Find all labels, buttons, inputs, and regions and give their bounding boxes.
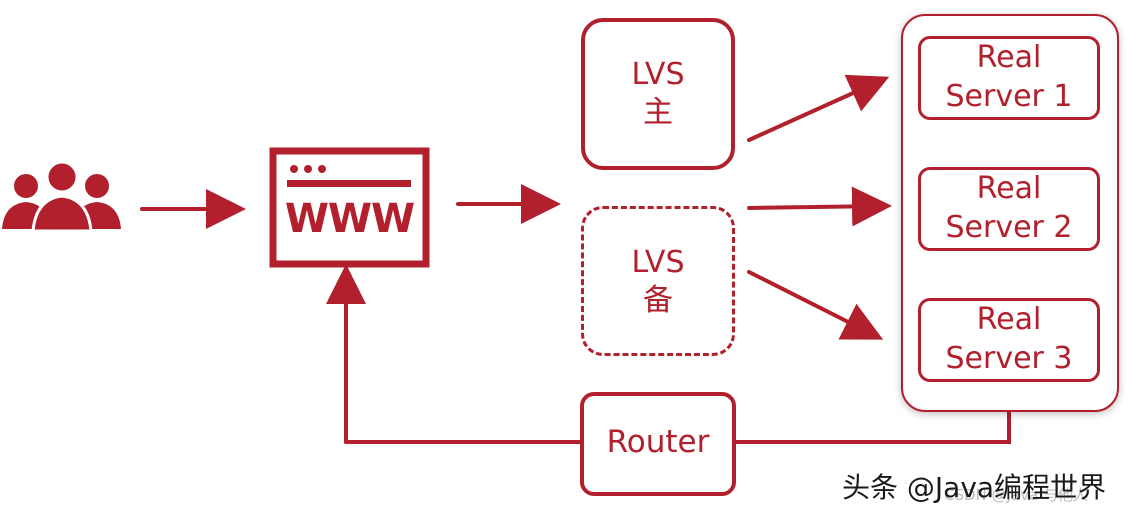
- browser-window-icon: [269, 147, 430, 268]
- real-server-2-line1: Real: [976, 171, 1042, 206]
- line-server-to-router: [734, 410, 1011, 444]
- real-server-1-label: Real Server 1: [918, 38, 1100, 116]
- lvs-backup-line2: 备: [643, 282, 673, 318]
- real-server-2-label: Real Server 2: [918, 169, 1100, 247]
- lvs-backup-line1: LVS: [631, 245, 685, 280]
- real-server-1[interactable]: [918, 36, 1100, 120]
- users-icon: [2, 160, 121, 233]
- lvs-master-line2: 主: [643, 94, 673, 130]
- arrow-lvs-to-server1: [747, 74, 890, 142]
- lvs-backup-node[interactable]: [581, 206, 735, 356]
- web-label: WWW: [284, 196, 415, 242]
- real-server-3-line2: Server 3: [945, 341, 1073, 376]
- real-server-2-line2: Server 2: [945, 210, 1073, 245]
- router-node[interactable]: [580, 392, 736, 496]
- lvs-master-label: LVS 主: [581, 56, 735, 131]
- real-server-3-line1: Real: [976, 302, 1042, 337]
- real-server-1-line2: Server 1: [945, 79, 1073, 114]
- watermark-sub: CSDN @Java 与他人: [944, 486, 1088, 504]
- real-server-group: [901, 14, 1119, 412]
- real-server-3-label: Real Server 3: [918, 300, 1100, 378]
- real-server-3[interactable]: [918, 298, 1100, 382]
- arrow-lvs-to-server3: [747, 270, 884, 340]
- watermark-main: 头条 @Java编程世界: [842, 471, 1107, 504]
- lvs-master-line1: LVS: [631, 57, 685, 92]
- real-server-2[interactable]: [918, 167, 1100, 251]
- router-label: Router: [606, 424, 710, 460]
- lvs-backup-label: LVS 备: [581, 244, 735, 319]
- real-server-1-line1: Real: [976, 40, 1042, 75]
- lvs-master-node[interactable]: [581, 18, 735, 170]
- arrow-lvs-to-server2: [747, 186, 892, 227]
